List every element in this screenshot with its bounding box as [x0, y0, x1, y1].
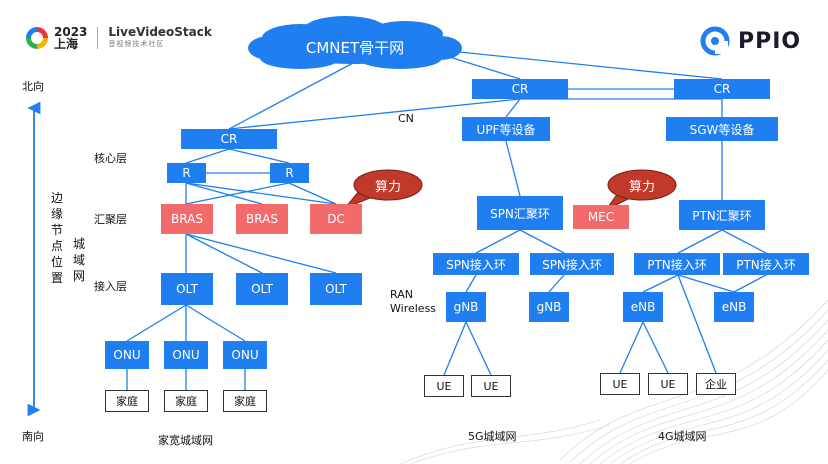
onu-1-node: ONU	[105, 341, 149, 369]
home-1-node: 家庭	[105, 390, 149, 412]
ptn-aggregation-ring-node: PTN汇聚环	[679, 200, 765, 230]
upf-node: UPF等设备	[462, 117, 550, 141]
cr-right-node: CR	[674, 79, 770, 99]
4g-metro-caption: 4G城域网	[658, 430, 707, 443]
edge-node-position-label: 边缘节点位置	[50, 191, 63, 285]
router-2-node: R	[270, 163, 309, 183]
ue-4-node: UE	[648, 373, 688, 395]
cmnet-backbone-node: CMNET骨干网	[305, 38, 405, 57]
dc-node: DC	[310, 204, 362, 234]
cn-label: CN	[398, 112, 414, 125]
ue-3-node: UE	[600, 373, 640, 395]
ue-1-node: UE	[424, 375, 464, 397]
5g-metro-caption: 5G城域网	[468, 430, 517, 443]
cmnet-cloud	[248, 16, 462, 69]
ue-2-node: UE	[471, 375, 511, 397]
brand-subtitle: 音视频技术社区	[108, 40, 165, 48]
spn-access-ring-1-node: SPN接入环	[433, 253, 519, 275]
cr-left-node: CR	[181, 129, 277, 149]
olt-2-node: OLT	[236, 273, 288, 305]
spn-access-ring-2-node: SPN接入环	[530, 253, 614, 275]
enterprise-node: 企业	[696, 373, 736, 395]
ptn-access-ring-2-node: PTN接入环	[723, 253, 809, 275]
south-label: 南向	[22, 430, 44, 443]
mec-compute-callout-label: 算力	[628, 179, 655, 195]
ran-wireless-label: RAN Wireless	[390, 288, 437, 315]
bras-2-node: BRAS	[236, 204, 288, 234]
router-1-node: R	[167, 163, 206, 183]
event-year: 2023	[54, 25, 88, 39]
dc-compute-callout	[344, 169, 423, 209]
access-layer-label: 接入层	[94, 280, 127, 293]
north-label: 北向	[22, 80, 44, 93]
home-2-node: 家庭	[164, 390, 208, 412]
event-logo: 2023 上海 LiveVideoStack 音视频技术社区	[26, 26, 212, 50]
mec-node: MEC	[573, 205, 629, 229]
home-broadband-metro-caption: 家宽城域网	[158, 434, 213, 447]
enb-2-node: eNB	[714, 292, 754, 322]
home-3-node: 家庭	[223, 390, 267, 412]
gnb-2-node: gNB	[529, 292, 569, 322]
brand-name: LiveVideoStack	[108, 25, 212, 39]
decorative-waves	[399, 299, 828, 464]
event-ring-icon	[26, 27, 48, 49]
dc-compute-callout-label: 算力	[374, 179, 401, 195]
event-city: 上海	[54, 37, 79, 51]
aggregation-layer-label: 汇聚层	[94, 213, 127, 226]
onu-2-node: ONU	[164, 341, 208, 369]
cr-mid-node: CR	[472, 79, 568, 99]
metro-network-label: 城域网	[72, 237, 85, 283]
ppio-mark-icon	[700, 26, 730, 56]
gnb-1-node: gNB	[446, 292, 486, 322]
onu-3-node: ONU	[223, 341, 267, 369]
ptn-access-ring-1-node: PTN接入环	[634, 253, 720, 275]
ppio-logo: PPIO	[700, 26, 801, 56]
bras-1-node: BRAS	[161, 204, 213, 234]
spn-aggregation-ring-node: SPN汇聚环	[477, 196, 563, 230]
sgw-node: SGW等设备	[666, 117, 778, 141]
olt-3-node: OLT	[310, 273, 362, 305]
core-layer-label: 核心层	[94, 152, 127, 165]
ppio-wordmark: PPIO	[738, 28, 802, 54]
enb-1-node: eNB	[623, 292, 663, 322]
olt-1-node: OLT	[161, 273, 213, 305]
